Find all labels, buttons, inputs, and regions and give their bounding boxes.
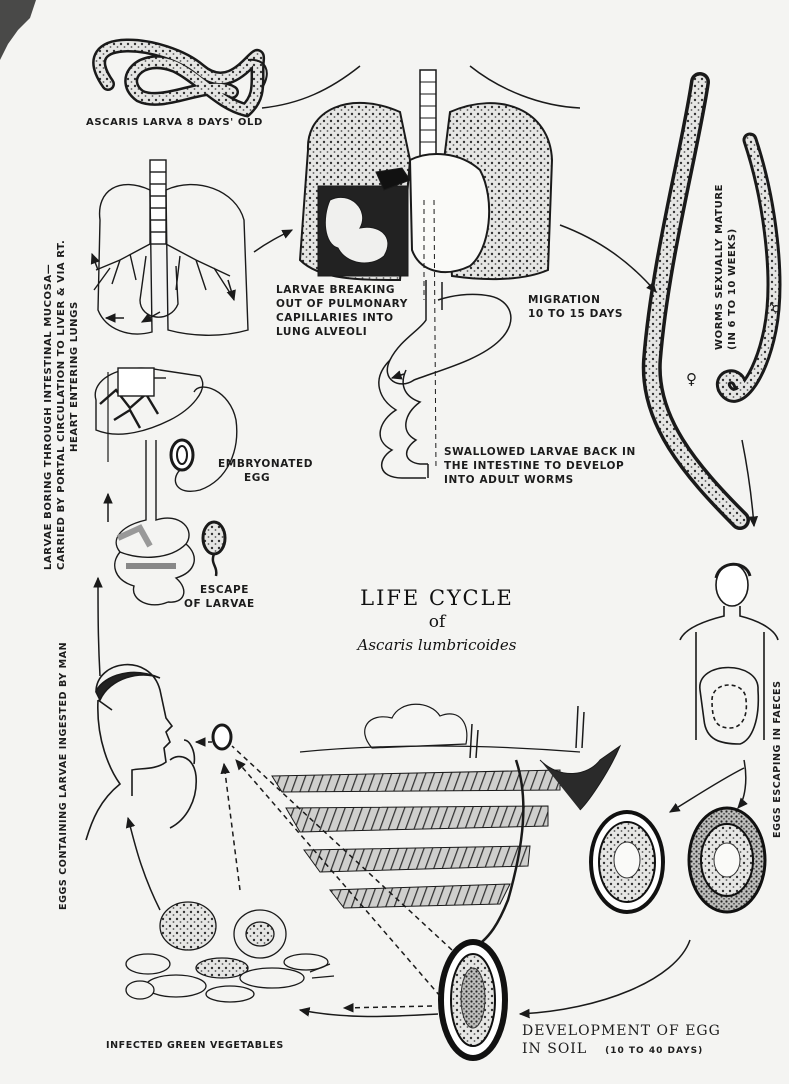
female-symbol: ♀ — [686, 370, 697, 388]
label-worms-mature: WORMS SEXUALLY MATURE (IN 6 TO 10 WEEKS) — [713, 184, 739, 350]
scan-smudge — [0, 0, 36, 60]
label-eggs-escaping: EGGS ESCAPING IN FAECES — [772, 680, 784, 838]
label-development-of-egg: DEVELOPMENT OF EGG IN SOIL(10 TO 40 DAYS… — [522, 1022, 721, 1059]
ingested-egg-drawing — [213, 725, 231, 749]
landscape-drawing — [272, 704, 620, 950]
human-figure-drawing — [680, 564, 778, 744]
lungs-drawing — [262, 66, 580, 470]
label-swallowed-larvae: SWALLOWED LARVAE BACK IN THE INTESTINE T… — [444, 446, 636, 488]
label-embryonated-egg: EMBRYONATED EGG — [218, 458, 313, 486]
title-species: Ascaris lumbricoides — [332, 636, 542, 654]
green-vegetables-drawing — [126, 902, 334, 1002]
man-eating-drawing — [86, 665, 196, 840]
label-escape-of-larvae: ESCAPE OF LARVAE — [184, 584, 255, 612]
label-eggs-ingested: EGGS CONTAINING LARVAE INGESTED BY MAN — [58, 642, 70, 910]
title-line-1: LIFE CYCLE — [332, 586, 542, 610]
label-migration: MIGRATION 10 TO 15 DAYS — [528, 294, 623, 322]
label-larvae-boring: LARVAE BORING THROUGH INTESTINAL MUCOSA—… — [42, 240, 81, 570]
label-green-vegetables: INFECTED GREEN VEGETABLES — [106, 1040, 284, 1053]
embryonated-egg-drawing — [171, 440, 193, 470]
label-ascaris-larva: ASCARIS LARVA 8 DAYS' OLD — [86, 116, 263, 129]
diagram-title: LIFE CYCLE of Ascaris lumbricoides — [332, 586, 542, 654]
small-lungs-drawing — [94, 160, 248, 335]
male-symbol: ♂ — [768, 302, 783, 314]
title-line-2: of — [332, 612, 542, 632]
escaping-larva-drawing — [203, 522, 225, 576]
ascaris-larva-drawing — [99, 45, 267, 110]
label-larvae-breaking: LARVAE BREAKING OUT OF PULMONARY CAPILLA… — [276, 284, 408, 339]
